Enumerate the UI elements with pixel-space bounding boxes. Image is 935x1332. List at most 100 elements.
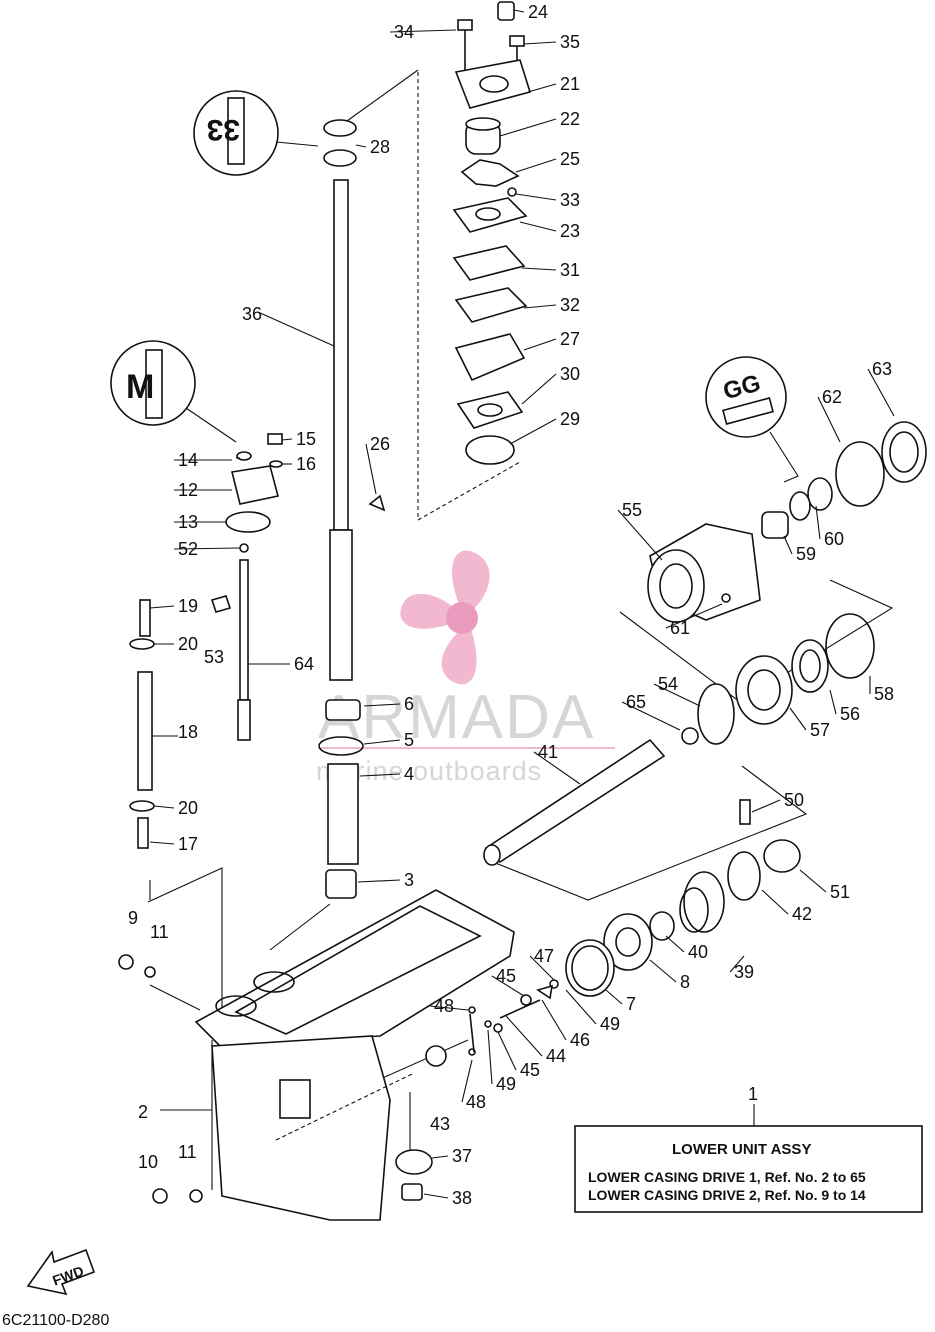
part-label-p4: 4 (404, 764, 414, 784)
part-label-p61: 61 (670, 618, 690, 638)
part-label-p20a: 20 (178, 634, 198, 654)
leader-line-p48b (461, 1059, 473, 1103)
part-label-p42: 42 (792, 904, 812, 924)
part-label-p17: 17 (178, 834, 198, 854)
leader-line-p55 (617, 509, 663, 561)
leader-line-p61 (665, 603, 723, 629)
leader-line-p32 (523, 304, 557, 309)
part-label-p40: 40 (688, 942, 708, 962)
leader-line-p27 (523, 338, 557, 351)
shift-rod-group (129, 433, 283, 849)
pump-seal-detail-callout: 33 (193, 90, 319, 176)
legend-line-1: LOWER CASING DRIVE 1, Ref. No. 2 to 65 (588, 1169, 866, 1185)
part-label-p5: 5 (404, 730, 414, 750)
leader-line-p20b (153, 805, 175, 809)
forward-arrow: FWD (26, 1248, 96, 1296)
part-label-p59: 59 (796, 544, 816, 564)
part-label-p13: 13 (178, 512, 198, 532)
part-label-p60: 60 (824, 529, 844, 549)
leader-line-p56 (829, 689, 837, 715)
lower-casing (118, 889, 515, 1221)
part-label-p35: 35 (560, 32, 580, 52)
part-label-p58: 58 (874, 684, 894, 704)
part-label-p12: 12 (178, 480, 198, 500)
part-label-p46: 46 (570, 1030, 590, 1050)
part-label-p8: 8 (680, 972, 690, 992)
part-label-p37: 37 (452, 1146, 472, 1166)
leader-line-p54 (653, 683, 701, 707)
part-label-p32: 32 (560, 295, 580, 315)
leader-line-p33 (515, 193, 557, 201)
leader-line-p46 (541, 999, 567, 1041)
leader-line-p28 (355, 144, 367, 148)
leader-line-p31 (521, 267, 557, 271)
leader-line-p5 (363, 739, 401, 745)
leader-line-p26 (365, 443, 377, 495)
part-label-p48a: 48 (434, 996, 454, 1016)
part-label-p62: 62 (822, 387, 842, 407)
leader-line-p44 (505, 1015, 543, 1057)
part-label-p39: 39 (734, 962, 754, 982)
diagram-code: 6C21100-D280 (2, 1312, 109, 1327)
leader-line-p50 (751, 799, 781, 813)
part-label-p6: 6 (404, 694, 414, 714)
leader-line-p35 (523, 41, 557, 45)
leader-line-p48a (429, 1005, 469, 1011)
part-label-p15: 15 (296, 429, 316, 449)
part-label-p3: 3 (404, 870, 414, 890)
leader-line-p37 (431, 1155, 449, 1159)
water-pump-group (452, 1, 532, 465)
bearing-detail-callout: GG (705, 356, 799, 483)
leader-line-p47 (529, 955, 555, 981)
leader-line-p30 (521, 373, 557, 405)
part-label-p24: 24 (528, 2, 548, 22)
leader-line-p65 (621, 701, 681, 731)
part-label-p33: 33 (560, 190, 580, 210)
leader-line-p59 (783, 535, 793, 555)
propeller-shaft-housing-group (647, 421, 927, 745)
part-label-p65: 65 (626, 692, 646, 712)
part-label-p26: 26 (370, 434, 390, 454)
part-label-p30: 30 (560, 364, 580, 384)
part-label-p54: 54 (658, 674, 678, 694)
part-label-p31: 31 (560, 260, 580, 280)
part-label-p11a: 11 (150, 922, 169, 942)
part-label-p50: 50 (784, 790, 804, 810)
leader-line-p4 (359, 773, 401, 777)
part-label-p52: 52 (178, 539, 198, 559)
leader-line-p25 (515, 158, 557, 173)
propeller-shaft-group (395, 738, 801, 1201)
part-label-p18: 18 (178, 722, 198, 742)
part-label-p57: 57 (810, 720, 830, 740)
part-label-p64: 64 (294, 654, 314, 674)
leader-line-p17 (149, 841, 175, 845)
part-label-p29: 29 (560, 409, 580, 429)
leader-line-p6 (363, 703, 401, 707)
leader-line-p63 (867, 368, 895, 417)
part-label-p45b: 45 (520, 1060, 540, 1080)
part-label-p63: 63 (872, 359, 892, 379)
drive-shaft-group (318, 119, 386, 899)
assembly-legend: 1 LOWER UNIT ASSY LOWER CASING DRIVE 1, … (574, 1084, 923, 1213)
leader-line-p45b (497, 1031, 517, 1071)
legend-title: LOWER UNIT ASSY (672, 1141, 811, 1158)
leader-line-p8 (649, 959, 677, 983)
shift-rod-detail-callout: M (110, 340, 237, 443)
part-label-p45a: 45 (496, 966, 516, 986)
part-label-p47: 47 (534, 946, 554, 966)
leader-line-p41 (533, 751, 581, 785)
legend-ref-number: 1 (748, 1084, 758, 1104)
part-label-p25: 25 (560, 149, 580, 169)
part-label-p55: 55 (622, 500, 642, 520)
leader-line-p38 (423, 1193, 449, 1199)
propeller-logo (400, 550, 490, 685)
part-label-p21: 21 (560, 74, 580, 94)
part-label-p41: 41 (538, 742, 558, 762)
part-label-p44: 44 (546, 1046, 566, 1066)
leader-line-p60 (815, 505, 821, 540)
part-label-p2: 2 (138, 1102, 148, 1122)
leader-line-p40 (665, 935, 685, 953)
leader-line-p42 (761, 889, 789, 915)
leader-line-p19 (149, 605, 175, 609)
